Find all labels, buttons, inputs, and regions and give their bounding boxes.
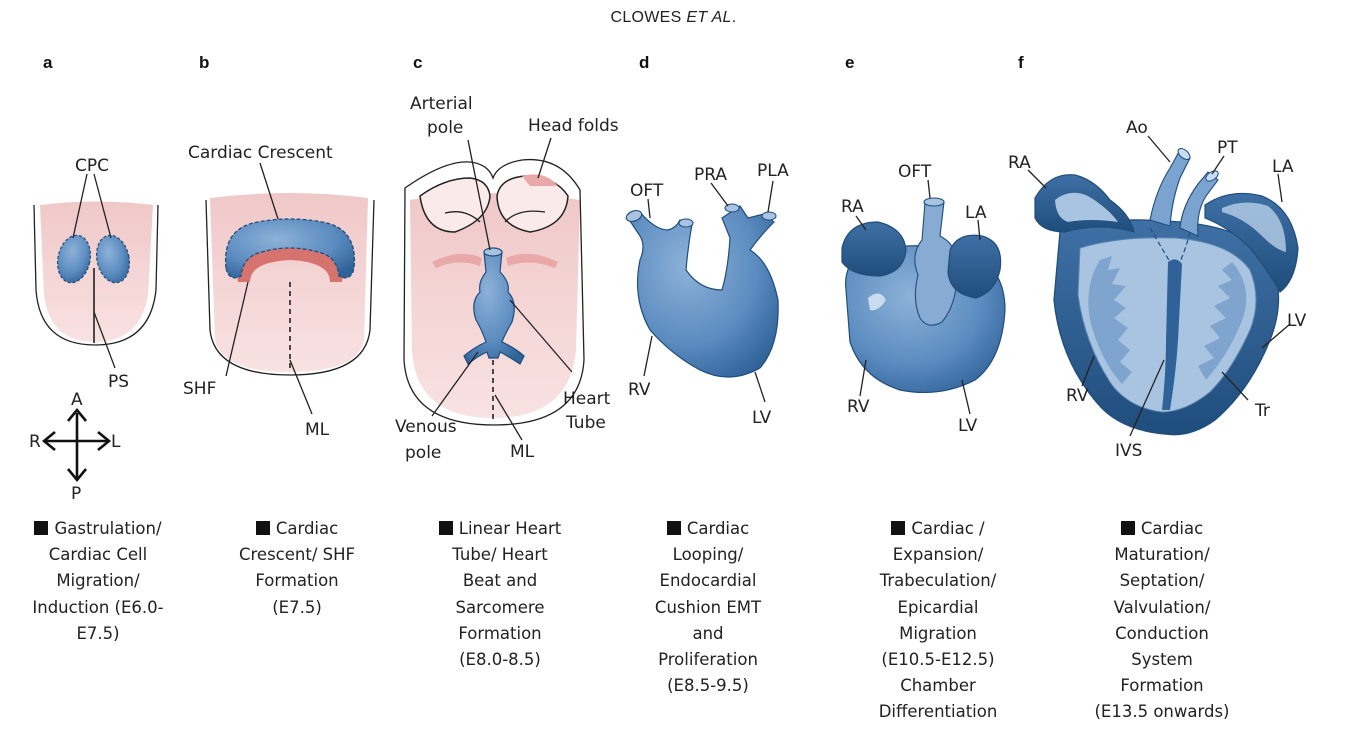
label-oft: OFT: [898, 162, 932, 182]
label-rv: RV: [628, 380, 651, 400]
label-lv: LV: [752, 408, 772, 428]
panel-letter-e: e: [845, 53, 854, 72]
label-ra: RA: [841, 197, 864, 217]
label-venous-2: pole: [405, 443, 441, 463]
caption-f: Cardiac Maturation/ Septation/ Valvulati…: [1094, 519, 1230, 722]
cardiac-crescent-shape: [224, 218, 356, 279]
panel-letter-c: c: [413, 53, 422, 72]
venous-leader: [431, 351, 479, 417]
panel-a-embryo: CPC PS: [33, 156, 159, 392]
label-venous-1: Venous: [395, 417, 457, 437]
axis-p: P: [71, 484, 81, 504]
linear-heart-tube: [463, 251, 525, 365]
tissue-fold-right: [506, 253, 558, 268]
bullet-square: [1120, 521, 1135, 535]
label-ao: Ao: [1126, 118, 1148, 138]
label-pra: PRA: [694, 165, 727, 185]
crescent-leader: [259, 162, 279, 220]
cpc-right-blob: [95, 234, 131, 284]
head-fold-left: [419, 177, 491, 233]
axis-a: A: [71, 390, 83, 410]
ps-leader: [93, 311, 116, 369]
right-atrium-lumen: [1055, 192, 1118, 222]
label-cpc: CPC: [75, 156, 109, 176]
label-lv: LV: [958, 416, 978, 436]
arterial-leader: [467, 139, 491, 251]
panel-f-heart: Ao PT RA LA LV RV Tr IVS: [1008, 118, 1307, 461]
panel-e-heart: OFT RA LA RV LV: [841, 162, 1006, 436]
label-la: LA: [1272, 157, 1294, 177]
panel-b-embryo: Cardiac Crescent SHF ML: [183, 143, 375, 440]
trabeculae-right: [1198, 262, 1247, 380]
label-rv: RV: [1066, 386, 1089, 406]
label-ps: PS: [108, 372, 129, 392]
cpc-leader-left: [72, 173, 88, 239]
label-head-folds: Head folds: [528, 116, 619, 136]
embryo-outline: [33, 204, 159, 346]
orientation-compass: A P R L: [29, 390, 121, 504]
pulmonary-trunk: [1179, 171, 1219, 237]
right-atrium: [841, 221, 907, 277]
panel-letter-a: a: [43, 53, 53, 72]
label-lv: LV: [1287, 311, 1307, 331]
label-ra: RA: [1008, 153, 1031, 173]
embryo-outline: [403, 158, 585, 426]
label-tr: Tr: [1254, 401, 1270, 421]
panel-c-embryo: Arterial pole Head folds Venous pole ML …: [395, 94, 619, 463]
label-heart-2: Tube: [565, 413, 606, 433]
bullet-square: [891, 521, 906, 535]
label-ml: ML: [305, 420, 330, 440]
caption-b: Cardiac Crescent/ SHF Formation (E7.5): [238, 519, 355, 617]
tissue-fold-left: [432, 253, 482, 268]
label-arterial-1: Arterial: [410, 94, 473, 114]
embryo-outline: [205, 199, 375, 376]
panel-d-heart: OFT PRA PLA RV LV: [625, 161, 789, 428]
arterial-pole-opening: [483, 247, 503, 257]
label-heart-1: Heart: [563, 389, 611, 409]
label-la: LA: [965, 203, 987, 223]
bullet-square: [438, 521, 453, 535]
ml-leader: [289, 359, 313, 415]
head-fold-lines: [444, 210, 546, 223]
axis-l: L: [111, 432, 121, 452]
shf-band: [237, 248, 343, 282]
axis-r: R: [29, 432, 41, 452]
label-ml: ML: [510, 442, 535, 462]
head-folds-leader: [537, 137, 552, 179]
trabeculae-left: [1088, 256, 1132, 384]
panel-letter-d: d: [639, 53, 649, 72]
bullet-square: [255, 521, 270, 535]
caption-a: Gastrulation/ Cardiac Cell Migration/ In…: [32, 519, 164, 643]
label-ivs: IVS: [1115, 441, 1142, 461]
interventricular-septum: [1162, 259, 1182, 410]
panel-letter-f: f: [1018, 53, 1024, 72]
label-shf: SHF: [183, 379, 216, 399]
head-fold-shade: [522, 174, 558, 186]
caption-d: Cardiac Looping/ Endocardial Cushion EMT…: [654, 519, 762, 696]
page-header: CLOWES ET AL.: [610, 9, 737, 26]
cpc-left-blob: [56, 234, 92, 284]
head-fold-right: [496, 175, 569, 233]
label-pt: PT: [1217, 138, 1238, 158]
bullet-square: [34, 521, 49, 535]
embryo-tissue: [40, 201, 153, 342]
panel-letter-b: b: [199, 53, 209, 72]
cpc-leader-right: [93, 173, 112, 239]
label-rv: RV: [847, 397, 870, 417]
caption-e: Cardiac / Expansion/ Trabeculation/ Epic…: [878, 519, 998, 722]
shf-leader: [225, 281, 249, 377]
label-oft: OFT: [630, 181, 664, 201]
looping-heart: [627, 205, 779, 378]
label-cardiac-crescent: Cardiac Crescent: [188, 143, 333, 163]
label-arterial-2: pole: [427, 118, 463, 138]
heart-highlight: [868, 293, 886, 311]
heart-tube-leader: [509, 299, 573, 373]
label-pla: PLA: [757, 161, 789, 181]
left-atrium-lumen: [1222, 202, 1286, 252]
ml-leader: [494, 394, 523, 441]
bullet-square: [666, 521, 681, 535]
caption-c: Linear Heart Tube/ Heart Beat and Sarcom…: [415, 516, 585, 673]
left-atrium: [947, 234, 1002, 299]
